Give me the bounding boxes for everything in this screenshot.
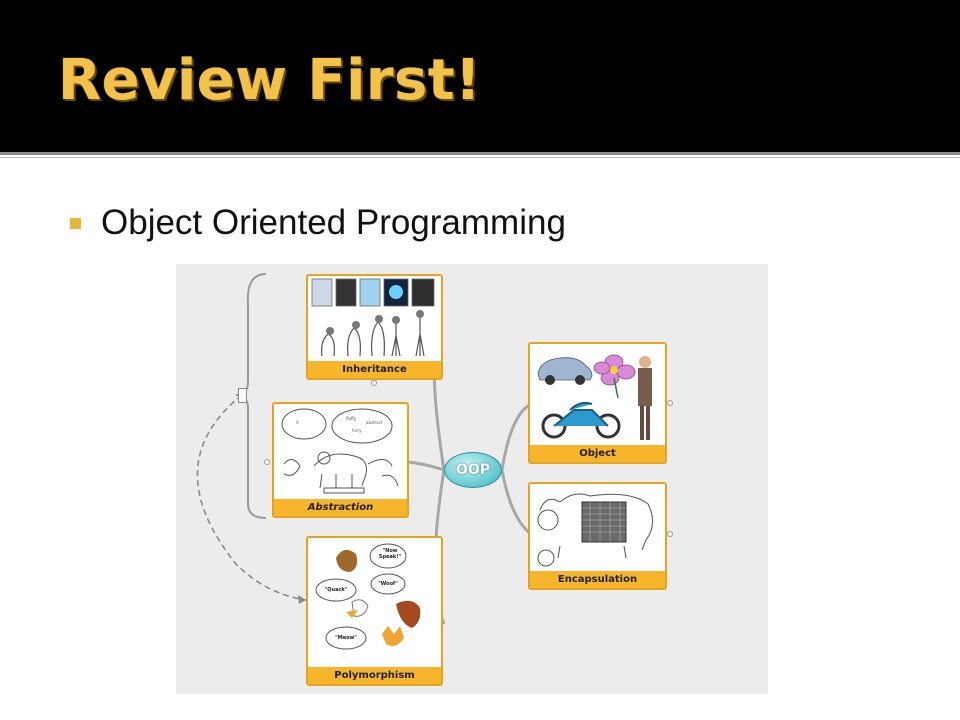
speech-now-speak: "Now Speak!"	[378, 548, 402, 560]
oop-mind-map: Inheritance fluffy abstract furry X Abstrac…	[176, 264, 768, 694]
objects-icon	[537, 354, 652, 440]
speech-woof: "Woof"	[378, 581, 398, 587]
slide-title: Review First!	[58, 48, 482, 113]
expand-dot-icon[interactable]	[264, 459, 270, 465]
node-abstraction[interactable]: fluffy abstract furry X Abstraction	[272, 402, 409, 518]
node-polymorphism[interactable]: "Now Speak!" "Quack" "Woof" "Meow" Polym…	[306, 536, 443, 686]
expand-dot-icon[interactable]	[667, 400, 673, 406]
node-label-object: Object	[530, 445, 665, 462]
svg-text:fluffy: fluffy	[346, 416, 357, 421]
expand-dot-icon[interactable]	[371, 380, 377, 386]
bullet-text: Object Oriented Programming	[101, 203, 566, 242]
oop-hub[interactable]: OOP	[444, 452, 502, 488]
svg-text:furry: furry	[352, 428, 362, 433]
node-label-abstraction: Abstraction	[274, 499, 407, 516]
node-label-inheritance: Inheritance	[308, 361, 441, 378]
animals-speaking-icon	[315, 543, 421, 650]
speech-meow: "Meow"	[335, 635, 357, 641]
speech-quack: "Quack"	[324, 587, 348, 593]
node-label-encapsulation: Encapsulation	[530, 571, 665, 588]
node-inheritance[interactable]: Inheritance	[306, 274, 443, 380]
cat-sketch-icon: fluffy abstract furry X	[281, 408, 399, 494]
node-label-polymorphism: Polymorphism	[308, 667, 441, 684]
svg-text:X: X	[296, 420, 299, 425]
evolution-icon	[311, 278, 435, 357]
collapse-marker-icon[interactable]	[238, 388, 247, 403]
encapsulated-cat-icon	[537, 493, 653, 567]
title-bar	[0, 0, 960, 152]
bullet-item: Object Oriented Programming	[70, 200, 566, 246]
svg-text:abstract: abstract	[366, 420, 383, 425]
expand-dot-icon[interactable]	[667, 531, 673, 537]
node-encapsulation[interactable]: Encapsulation	[528, 482, 667, 590]
square-bullet-icon	[70, 217, 81, 229]
node-object[interactable]: Object	[528, 342, 667, 464]
title-divider-thin	[0, 157, 960, 158]
title-divider	[0, 152, 960, 155]
